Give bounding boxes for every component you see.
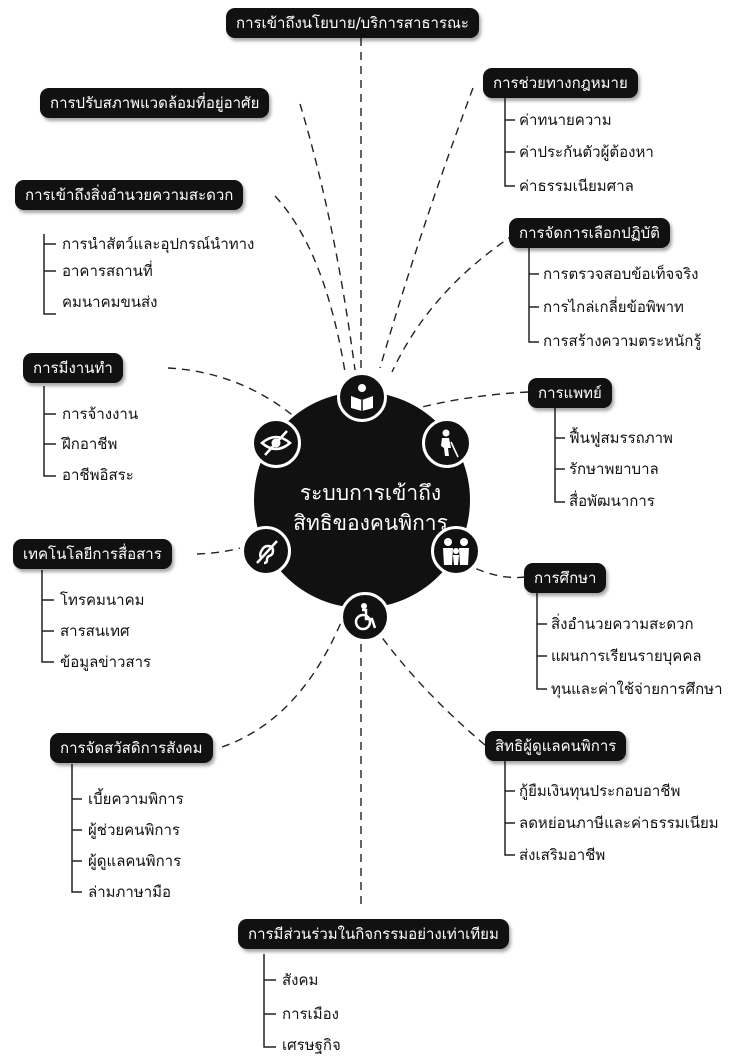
dispute-item: การไกล่เกลี่ยข้อพิพาท [543, 298, 684, 316]
employment-item: การจ้างงาน [62, 405, 139, 423]
legal-item: ค่าประกันตัวผู้ต้องหา [519, 143, 654, 161]
participation-item: เศรษฐกิจ [282, 1036, 341, 1054]
node-education-title: การศึกษา [524, 563, 607, 593]
participation-item: การเมือง [282, 1005, 339, 1023]
welfare-item: ผู้ดูแลคนพิการ [88, 852, 182, 870]
welfare-item: ล่ามภาษามือ [88, 883, 172, 901]
medical-item: รักษาพยาบาล [569, 460, 659, 478]
welfare-item: ผู้ช่วยคนพิการ [88, 821, 180, 839]
center-label-line1: ระบบการเข้าถึง [299, 481, 442, 505]
wheelchair-icon [340, 592, 390, 642]
employment-item: อาชีพอิสระ [62, 466, 134, 484]
education-item: สิ่งอำนวยความสะดวก [551, 615, 694, 633]
node-employment-title: การมีงานทำ [23, 353, 123, 383]
facilities-item: คมนาคมขนส่ง [62, 293, 158, 311]
node-policy-title: การเข้าถึงนโยบาย/บริการสาธารณะ [226, 8, 479, 38]
education-item: ทุนและค่าใช้จ่ายการศึกษา [551, 680, 723, 698]
legal-item: ค่าธรรมเนียมศาล [519, 177, 634, 195]
caregiver-item: กู้ยืมเงินทุนประกอบอาชีพ [519, 782, 681, 800]
communication-item: สารสนเทศ [60, 622, 130, 640]
caregiver-item: ลดหย่อนภาษีและค่าธรรมเนียม [519, 814, 719, 832]
dispute-item: การตรวจสอบข้อเท็จจริง [543, 265, 699, 283]
node-caregiver-title: สิทธิผู้ดูแลคนพิการ [485, 731, 627, 761]
education-item: แผนการเรียนรายบุคคล [551, 647, 702, 665]
node-medical-title: การแพทย์ [528, 378, 612, 408]
deaf-ear-icon [241, 526, 291, 576]
family-children-icon [431, 526, 481, 576]
node-facilities-title: การเข้าถึงสิ่งอำนวยความสะดวก [15, 180, 244, 210]
medical-item: สื่อพัฒนาการ [569, 492, 655, 510]
reading-person-icon [337, 372, 387, 422]
caregiver-item: ส่งเสริมอาชีพ [519, 846, 606, 864]
legal-item: ค่าทนายความ [519, 111, 612, 129]
welfare-item: เบี้ยความพิการ [88, 790, 184, 808]
node-welfare-title: การจัดสวัสดิการสังคม [50, 733, 213, 763]
communication-item: โทรคมนาคม [60, 591, 145, 609]
center-label: ระบบการเข้าถึง สิทธิของคนพิการ [268, 478, 473, 538]
medical-item: ฟื้นฟูสมรรถภาพ [569, 429, 673, 447]
visually-impaired-icon [422, 418, 472, 468]
node-participation-title: การมีส่วนร่วมในกิจกรรมอย่างเท่าเทียม [238, 919, 509, 949]
communication-item: ข้อมูลข่าวสาร [60, 653, 152, 671]
participation-item: สังคม [282, 971, 319, 989]
employment-item: ฝึกอาชีพ [62, 435, 118, 453]
center-label-line2: สิทธิของคนพิการ [293, 511, 448, 535]
node-communication-title: เทคโนโลยีการสื่อสาร [13, 539, 172, 569]
dispute-item: การสร้างความตระหนักรู้ [543, 332, 702, 350]
no-vision-icon [251, 418, 301, 468]
node-housing-title: การปรับสภาพแวดล้อมที่อยู่อาศัย [40, 88, 270, 118]
facilities-item: อาคารสถานที่ [62, 262, 153, 280]
node-legal-title: การช่วยทางกฎหมาย [483, 68, 638, 98]
node-dispute-title: การจัดการเลือกปฏิบัติ [509, 218, 670, 248]
facilities-item: การนำสัตว์และอุปกรณ์นำทาง [62, 235, 255, 253]
